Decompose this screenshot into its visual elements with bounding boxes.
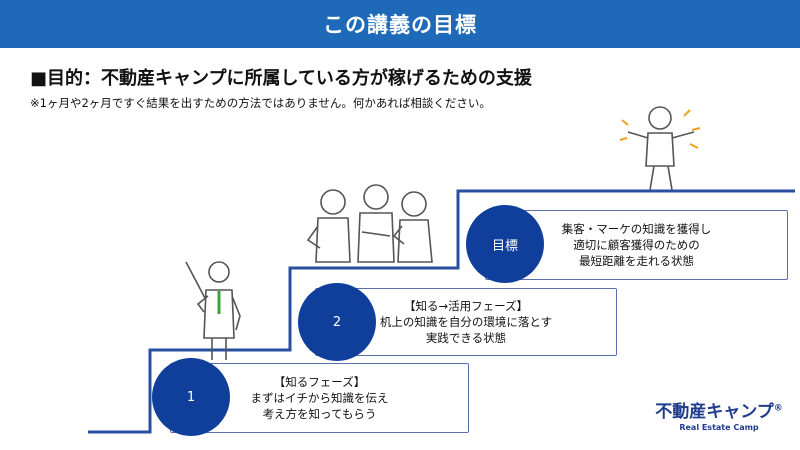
presenter-figure-icon: [185, 261, 241, 360]
note-text: ※1ヶ月や2ヶ月ですぐ結果を出すための方法ではありません。何かあれば相談ください…: [30, 96, 491, 110]
goal-statement: ■目的：不動産キャンプに所属している方が稼げるための支援: [30, 68, 532, 89]
step-1-line-2: まずはイチから知識を伝え: [250, 391, 389, 405]
celebrating-figure-icon: [627, 106, 695, 191]
brand-logo-subtitle: Real Estate Camp: [679, 423, 759, 432]
page-title: この講義の目標: [323, 13, 477, 37]
brand-logo-name: 不動産キャンプ®: [655, 402, 783, 422]
step-2-line-2: 机上の知識を自分の環境に落とす: [379, 315, 553, 329]
goal-step-line-2: 適切に顧客獲得のための: [573, 238, 700, 252]
staircase-line: [88, 189, 795, 434]
goal-step-line-1: 集客・マーケの知識を獲得し: [561, 222, 712, 236]
step-1-line-1: 【知るフェーズ】: [273, 375, 366, 389]
goal-step-badge: 目標: [466, 205, 544, 283]
step-2-line-1: 【知る→活用フェーズ】: [403, 299, 529, 313]
step-2-line-3: 実践できる状態: [425, 331, 507, 345]
step-1-line-3: 考え方を知ってもらう: [262, 407, 377, 421]
goal-step-line-3: 最短距離を走れる状態: [579, 254, 694, 268]
group-figures-icon: [306, 184, 433, 263]
brand-logo: 不動産キャンプ® Real Estate Camp: [648, 397, 790, 432]
header-bar: この講義の目標: [0, 0, 800, 48]
step-1-badge: 1: [152, 358, 230, 436]
sparkle-lines-icon: [619, 109, 701, 149]
step-2-badge: 2: [298, 283, 376, 361]
